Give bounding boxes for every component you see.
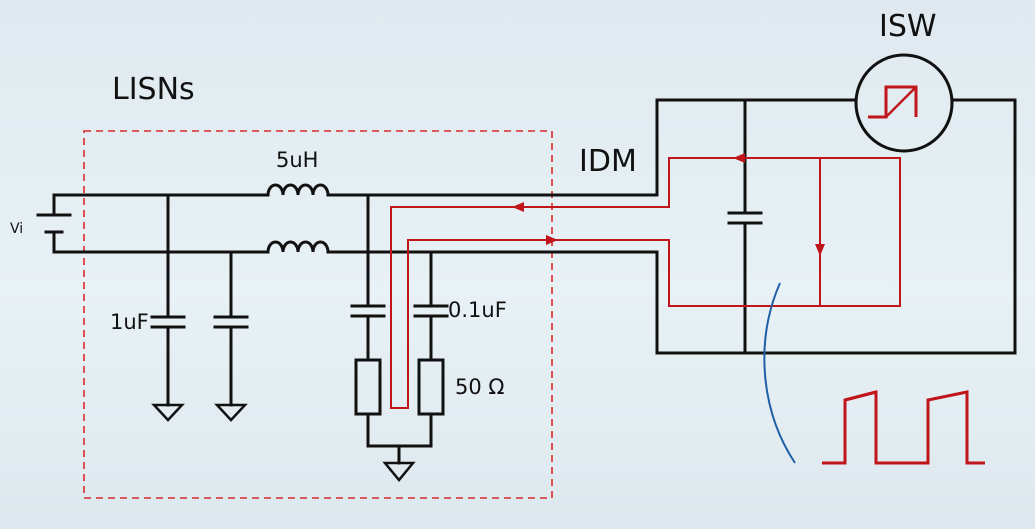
inductor-label: 5uH xyxy=(276,148,319,172)
vi-label: Vi xyxy=(10,221,24,237)
isw-label: ISW xyxy=(879,9,937,44)
ground-symbol-2 xyxy=(214,403,248,422)
isw-switch-source xyxy=(854,53,954,153)
idm-label: IDM xyxy=(579,144,637,179)
capacitor-1uf-label: 1uF xyxy=(110,310,149,334)
arrow-left-top xyxy=(733,153,745,163)
probe-curve xyxy=(763,282,796,464)
capacitor-01uf-branch-bottom xyxy=(413,250,449,362)
inductor-top xyxy=(266,183,330,197)
resistor-50ohm-2 xyxy=(417,358,445,416)
vi-battery-symbol xyxy=(36,193,72,254)
lisns-label: LISNs xyxy=(112,72,195,107)
square-wave-icon xyxy=(822,390,985,465)
inductor-bottom xyxy=(266,240,330,254)
ground-symbol-1 xyxy=(151,403,185,422)
capacitor-1uf-branch-1 xyxy=(150,193,186,407)
arrow-left-mid xyxy=(512,202,524,212)
capacitor-1uf-branch-2 xyxy=(213,250,249,407)
lisn-boundary-box xyxy=(83,130,553,499)
capacitor-01uf-label: 0.1uF xyxy=(448,298,507,322)
ground-symbol-3 xyxy=(382,461,416,482)
arrow-down xyxy=(815,244,825,256)
arrow-right-mid xyxy=(546,235,558,245)
capacitor-decoupling xyxy=(727,98,763,355)
current-loop-inner xyxy=(390,157,901,409)
capacitor-01uf-branch-top xyxy=(350,193,386,362)
resistor-50ohm-1 xyxy=(354,358,382,416)
resistor-label: 50 Ω xyxy=(455,375,505,399)
square-pulse-icon xyxy=(868,85,918,119)
